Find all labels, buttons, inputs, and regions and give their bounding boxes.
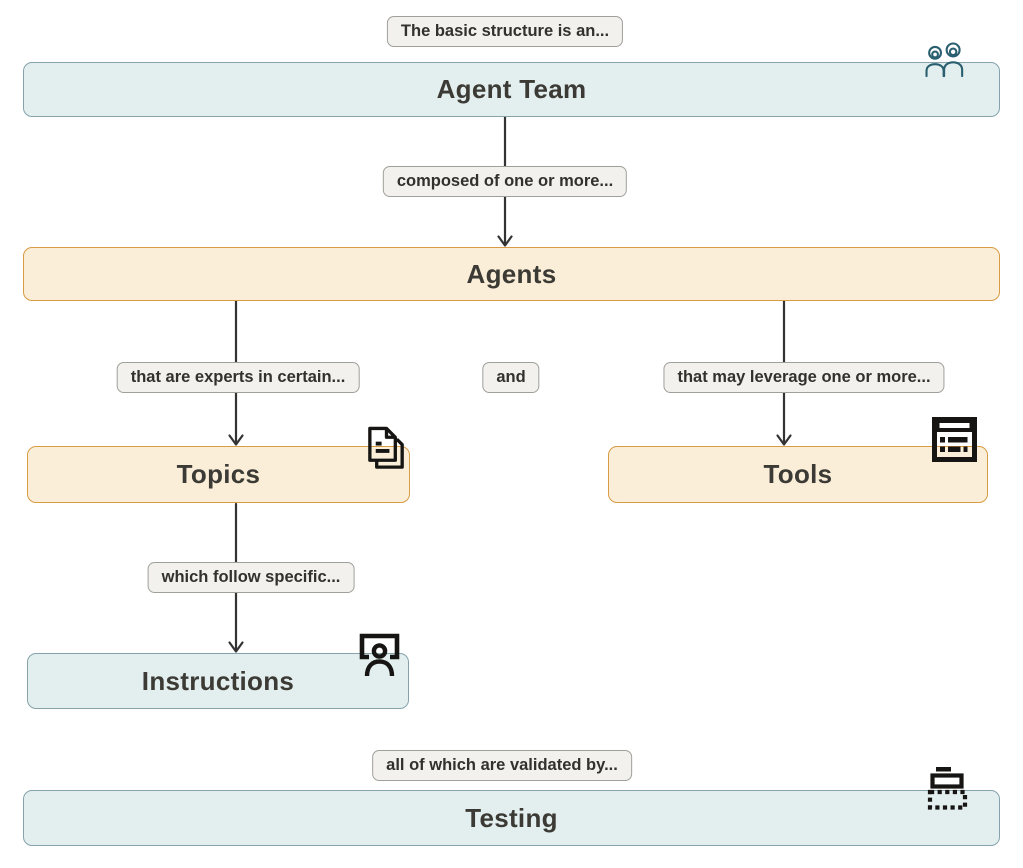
edge-label-composed: composed of one or more... [382,166,628,197]
node-agent-team-label: Agent Team [436,74,587,104]
node-topics: Topics [27,446,410,503]
edge-label-experts: that are experts in certain... [116,362,360,393]
node-testing: Testing [23,790,1000,846]
node-agent-team: Agent Team [23,62,1000,117]
node-agents-label: Agents [466,258,557,289]
edge-label-leverage: that may leverage one or more... [663,362,945,393]
node-instructions-label: Instructions [141,665,295,696]
node-topics-label: Topics [176,459,261,489]
edge-label-and: and [482,362,540,393]
team-icon [921,40,971,78]
edge-label-follow: which follow specific... [147,562,355,593]
node-testing-label: Testing [465,802,558,833]
edge-label-validated: all of which are validated by... [372,750,632,781]
node-agents: Agents [23,247,1000,301]
documents-icon [361,425,412,472]
node-tools-label: Tools [763,459,833,489]
dashed-panel-icon [926,765,972,812]
edge-label-intro: The basic structure is an... [386,16,624,47]
node-instructions: Instructions [27,653,409,709]
list-window-icon [931,416,978,463]
node-tools: Tools [608,446,988,503]
person-frame-icon [356,630,406,678]
